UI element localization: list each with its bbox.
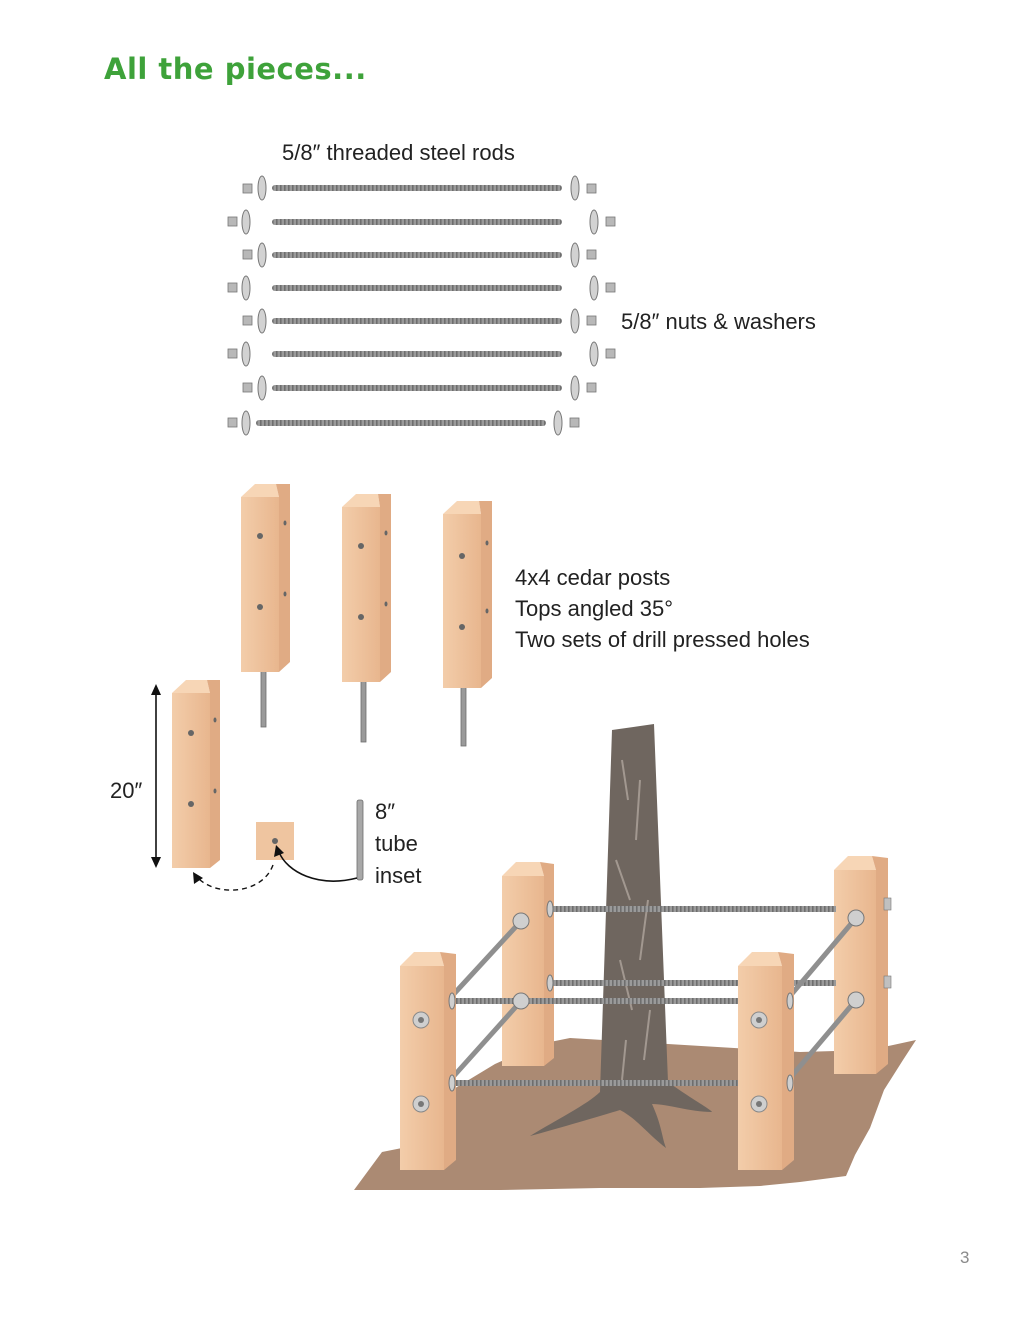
threaded-rods-group	[227, 175, 616, 436]
post-height-label: 20″	[110, 778, 143, 803]
place-arrow	[196, 864, 274, 891]
posts-label: 4x4 cedar posts Tops angled 35° Two sets…	[515, 562, 810, 655]
tube-label-line: 8″	[375, 799, 396, 824]
tube-label-line: tube	[375, 831, 418, 856]
rod-assembly	[227, 209, 616, 235]
cedar-post	[443, 501, 492, 747]
tube-inset	[356, 799, 364, 881]
posts-label-line: 4x4 cedar posts	[515, 565, 671, 590]
tube-label-line: inset	[375, 863, 422, 888]
rod-assembly	[227, 410, 580, 436]
tube-label: 8″ tube inset	[375, 796, 421, 892]
cedar-post	[241, 484, 290, 728]
nuts-washers-label: 5/8″ nuts & washers	[621, 309, 816, 334]
posts-label-line: Two sets of drill pressed holes	[515, 627, 810, 652]
tree-guard-assembly	[354, 724, 916, 1190]
rod-assembly	[242, 308, 597, 334]
rod-assembly	[242, 175, 597, 201]
rod-assembly	[242, 242, 597, 268]
insert-arrow	[278, 851, 358, 882]
cedar-post	[342, 494, 391, 743]
page-number: 3	[960, 1248, 970, 1267]
assembly-rods	[450, 906, 858, 1086]
page-heading: All the pieces...	[104, 52, 367, 86]
dimension-arrow	[151, 684, 161, 868]
rod-assembly	[242, 375, 597, 401]
rod-assembly	[227, 275, 616, 301]
posts-label-line: Tops angled 35°	[515, 596, 674, 621]
rod-assembly	[227, 341, 616, 367]
tree-trunk	[530, 724, 712, 1148]
cedar-post	[172, 680, 220, 868]
rods-label: 5/8″ threaded steel rods	[282, 140, 515, 165]
